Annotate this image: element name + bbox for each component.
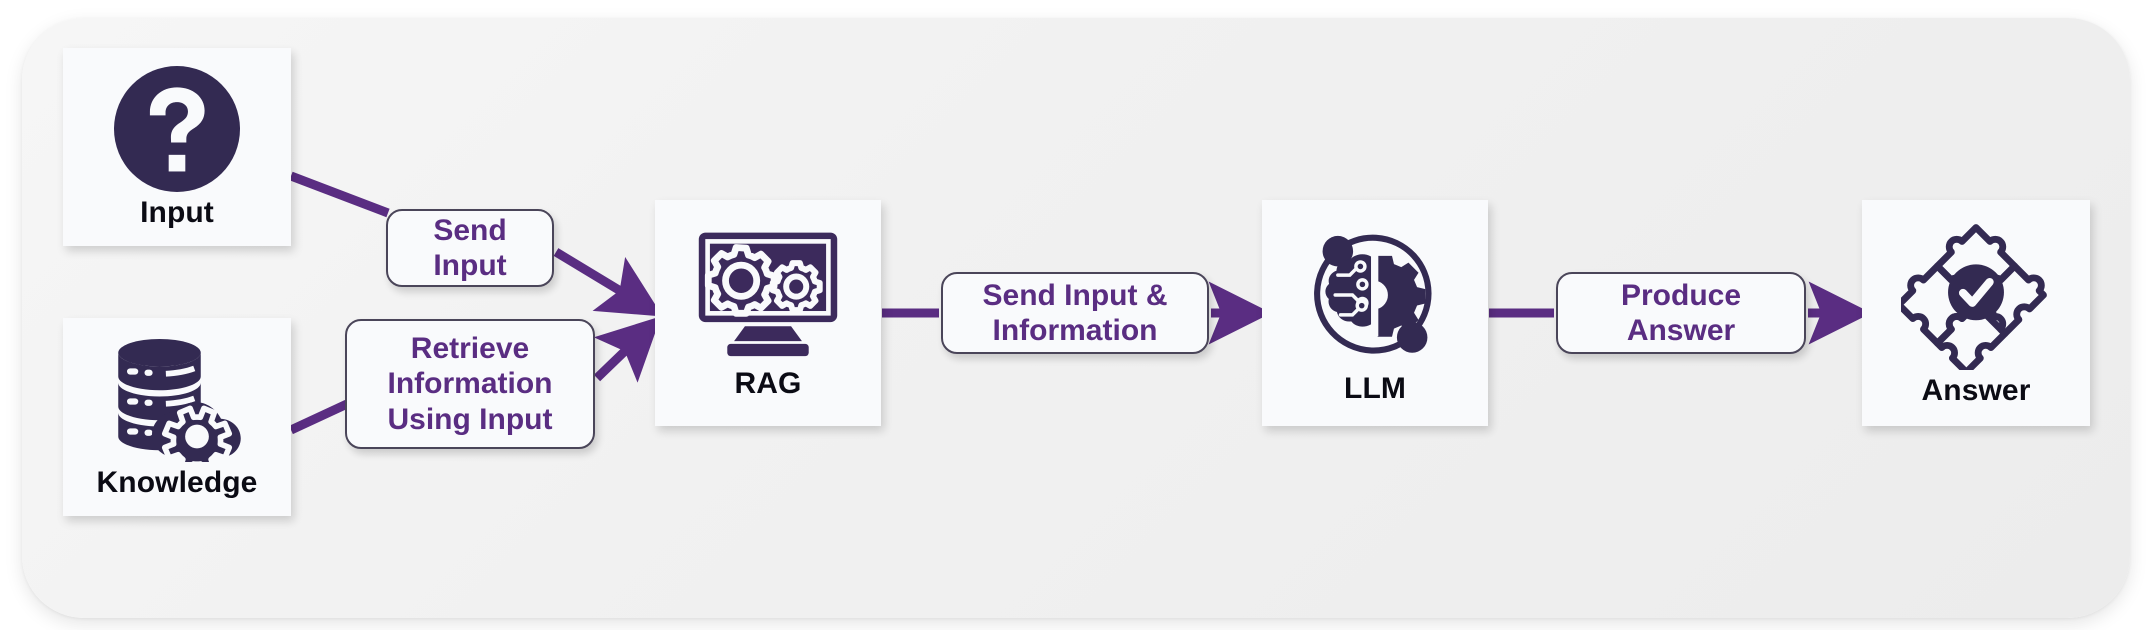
edge-label-retrieve-information-using-input[interactable]: Retrieve Information Using Input — [345, 319, 595, 449]
edge-label-send-input-and-information[interactable]: Send Input & Information — [941, 272, 1209, 354]
node-rag-label: RAG — [734, 367, 802, 400]
orbit-dot-top — [1322, 235, 1354, 267]
brain-gear-orbit-icon — [1302, 222, 1448, 368]
node-llm-label: LLM — [1344, 372, 1406, 405]
edge-label-produce-answer[interactable]: Produce Answer — [1556, 272, 1806, 354]
node-answer[interactable]: Answer — [1862, 200, 2090, 426]
node-answer-label: Answer — [1921, 374, 2031, 407]
node-rag[interactable]: RAG — [655, 200, 881, 426]
database-stack-gear-icon — [107, 336, 247, 462]
puzzle-check-icon — [1901, 220, 2051, 370]
node-input-label: Input — [140, 196, 214, 229]
node-input[interactable]: Input — [63, 48, 291, 246]
question-mark-circle-icon — [114, 66, 240, 192]
orbit-dot-bottom — [1396, 322, 1428, 353]
node-llm[interactable]: LLM — [1262, 200, 1488, 426]
edge-label-send-input[interactable]: Send Input — [386, 209, 554, 287]
monitor-gears-icon — [692, 227, 844, 363]
node-knowledge-label: Knowledge — [96, 466, 258, 499]
node-knowledge[interactable]: Knowledge — [63, 318, 291, 516]
